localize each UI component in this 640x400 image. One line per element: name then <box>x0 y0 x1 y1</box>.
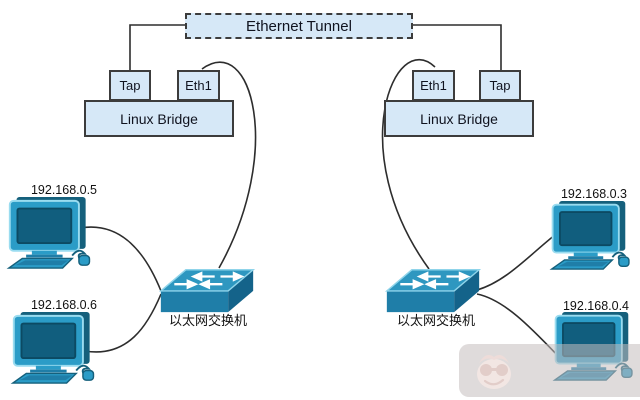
watermark-badge <box>459 344 640 397</box>
left-linux-bridge-box: Linux Bridge <box>84 100 234 137</box>
left-switch-label: 以太网交换机 <box>168 313 247 328</box>
pc-computer-icon <box>9 312 105 385</box>
wire-pc6-to-left-switch <box>84 293 162 353</box>
wire-right-switch-to-pc3 <box>476 230 561 291</box>
pc-computer-icon <box>5 197 101 270</box>
pc3-ip-label: 192.168.0.3 <box>560 187 628 201</box>
pc6-ip-label: 192.168.0.6 <box>30 298 98 312</box>
left-eth1-label: Eth1 <box>185 78 212 93</box>
right-tap-label: Tap <box>489 78 511 93</box>
pc-computer-icon <box>548 201 640 271</box>
left-tap-label: Tap <box>119 78 141 93</box>
right-linux-bridge-box: Linux Bridge <box>384 100 534 137</box>
left-bridge-tap-port: Tap <box>109 70 151 101</box>
right-bridge-eth1-port: Eth1 <box>412 70 455 101</box>
ethernet-tunnel-label: Ethernet Tunnel <box>246 17 352 35</box>
ethernet-tunnel-box: Ethernet Tunnel <box>185 13 413 39</box>
wire-pc5-to-left-switch <box>79 226 162 292</box>
wire-left-eth1-to-switch <box>201 61 257 269</box>
right-bridge-label: Linux Bridge <box>420 110 498 127</box>
wire-right-tap-to-tunnel <box>412 24 502 70</box>
left-ethernet-switch-icon <box>158 264 256 314</box>
right-eth1-label: Eth1 <box>420 78 447 93</box>
wire-left-tap-to-tunnel <box>129 24 186 70</box>
right-ethernet-switch-icon <box>384 264 482 314</box>
right-switch-label: 以太网交换机 <box>396 313 475 328</box>
left-bridge-label: Linux Bridge <box>120 110 198 127</box>
watermark-face-icon <box>477 355 511 389</box>
right-bridge-tap-port: Tap <box>479 70 521 101</box>
pc5-ip-label: 192.168.0.5 <box>30 183 98 197</box>
left-bridge-eth1-port: Eth1 <box>177 70 220 101</box>
pc4-ip-label: 192.168.0.4 <box>562 299 630 313</box>
